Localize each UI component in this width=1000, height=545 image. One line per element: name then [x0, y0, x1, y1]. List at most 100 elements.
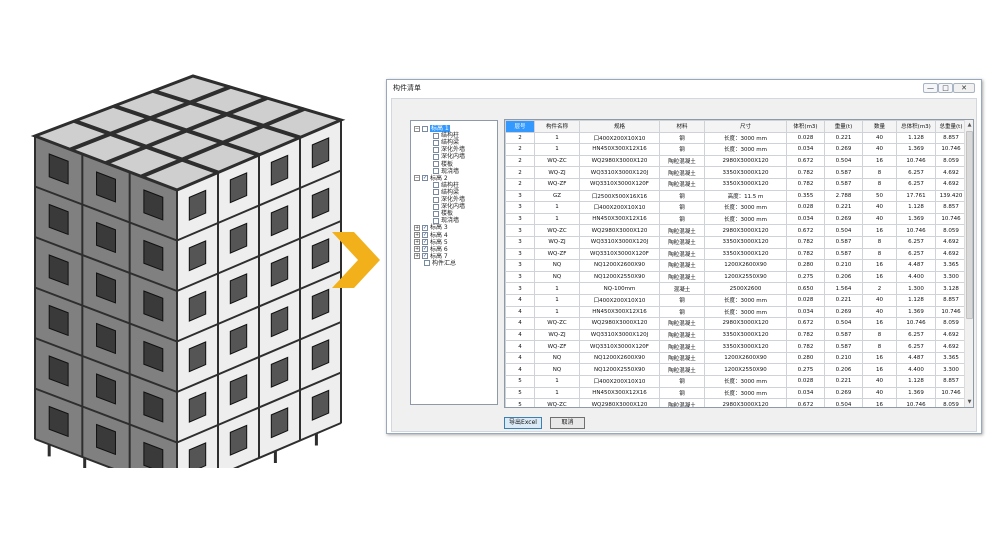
tree-category-node[interactable]: 结构柱 [433, 131, 459, 140]
tree-checkbox[interactable] [433, 210, 439, 217]
scroll-up-icon[interactable]: ▲ [967, 122, 972, 128]
tree-checkbox[interactable] [433, 146, 439, 153]
column-header[interactable]: 构件名称 [534, 120, 580, 133]
column-header[interactable]: 总体积(m3) [896, 120, 936, 133]
tree-category-node[interactable]: 结构柱 [433, 181, 459, 190]
scroll-thumb[interactable] [966, 131, 973, 319]
expand-icon[interactable]: + [414, 232, 420, 238]
tree-checkbox[interactable]: ✓ [422, 246, 428, 253]
tree-checkbox[interactable] [433, 161, 439, 167]
table-cell: 陶粒混凝土 [659, 270, 705, 284]
tree-checkbox[interactable] [433, 139, 439, 146]
tree-level-node[interactable]: +✓标高 6 [414, 245, 448, 254]
tree-checkbox[interactable] [433, 217, 439, 224]
tree-checkbox[interactable] [424, 260, 430, 267]
column-header[interactable]: 规格 [579, 120, 660, 133]
tree-level-node[interactable]: −✓标高 2 [414, 174, 448, 183]
tree-level-node[interactable]: +✓标高 4 [414, 231, 448, 240]
column-header[interactable]: 尺寸 [704, 120, 787, 133]
tree-category-node[interactable]: 深化内墙 [433, 202, 465, 211]
tree-level-node[interactable]: +✓标高 7 [414, 252, 448, 261]
window [270, 407, 289, 439]
tree-category-node[interactable]: 楼板 [433, 160, 453, 169]
window [96, 221, 116, 254]
tree-level-node[interactable]: +✓标高 5 [414, 238, 448, 247]
tree-checkbox[interactable]: ✓ [422, 253, 428, 260]
tree-checkbox[interactable] [433, 189, 439, 196]
tree-category-node[interactable]: 深化内墙 [433, 152, 465, 161]
column-header[interactable]: 层号 [505, 120, 535, 133]
tree-category-node[interactable]: 现浇墙 [433, 167, 459, 176]
tree-checkbox[interactable]: ✓ [422, 232, 428, 238]
minimize-button[interactable]: — [923, 83, 938, 93]
tree-level-node[interactable]: −标高 1 [414, 124, 450, 133]
tree-level-node[interactable]: +✓标高 3 [414, 223, 448, 232]
tree-checkbox[interactable]: ✓ [422, 239, 428, 246]
title-bar[interactable]: 构件清单 — □ ✕ [387, 80, 981, 97]
collapse-icon[interactable]: − [414, 175, 420, 182]
cancel-button[interactable]: 取消 [550, 417, 585, 429]
tree-category-node[interactable]: 现浇墙 [433, 216, 459, 225]
column-header[interactable]: 总重量(t) [935, 120, 967, 133]
expand-icon[interactable]: + [414, 224, 420, 231]
table-cell: 0.275 [786, 270, 825, 284]
close-button[interactable]: ✕ [953, 83, 975, 93]
tree-category-node[interactable]: 结构梁 [433, 138, 459, 147]
vertical-scrollbar[interactable]: ▲ ▼ [964, 120, 973, 407]
tree-checkbox[interactable] [433, 153, 439, 160]
column-header[interactable]: 体积(m3) [786, 120, 825, 133]
tree-category-node[interactable]: 深化外墙 [433, 195, 465, 204]
column-header[interactable]: 重量(t) [824, 120, 863, 133]
tree-checkbox[interactable] [433, 203, 439, 210]
tree-category-node[interactable]: 楼板 [433, 209, 453, 218]
tree-checkbox[interactable] [422, 125, 428, 132]
maximize-button[interactable]: □ [938, 83, 953, 93]
table-cell: 长度：3000 mm [704, 293, 787, 307]
scroll-down-icon[interactable]: ▼ [967, 399, 972, 405]
table-cell: 4 [505, 305, 535, 319]
modular-building-illustration [30, 74, 346, 468]
expand-icon[interactable]: + [414, 253, 420, 260]
collapse-icon[interactable]: − [414, 125, 420, 132]
tree-node-label: 结构梁 [441, 139, 460, 147]
expand-icon[interactable]: + [414, 239, 420, 246]
tree-checkbox[interactable] [433, 132, 439, 139]
tree-level-node[interactable]: 构件汇总 [414, 259, 456, 268]
export-excel-button[interactable]: 导出Excel [504, 417, 542, 429]
tree-checkbox[interactable] [433, 196, 439, 203]
tree-category-node[interactable]: 深化外墙 [433, 145, 465, 154]
tree-checkbox[interactable] [433, 168, 439, 175]
table-cell: WQ-ZJ [534, 235, 580, 249]
tree-checkbox[interactable]: ✓ [422, 224, 428, 231]
column-header[interactable]: 数量 [862, 120, 897, 133]
tree-checkbox[interactable] [433, 182, 439, 189]
column-header[interactable]: 材料 [659, 120, 705, 133]
expand-icon[interactable]: + [414, 246, 420, 253]
tree-category-node[interactable]: 结构梁 [433, 188, 459, 197]
tree-checkbox[interactable]: ✓ [422, 175, 428, 182]
